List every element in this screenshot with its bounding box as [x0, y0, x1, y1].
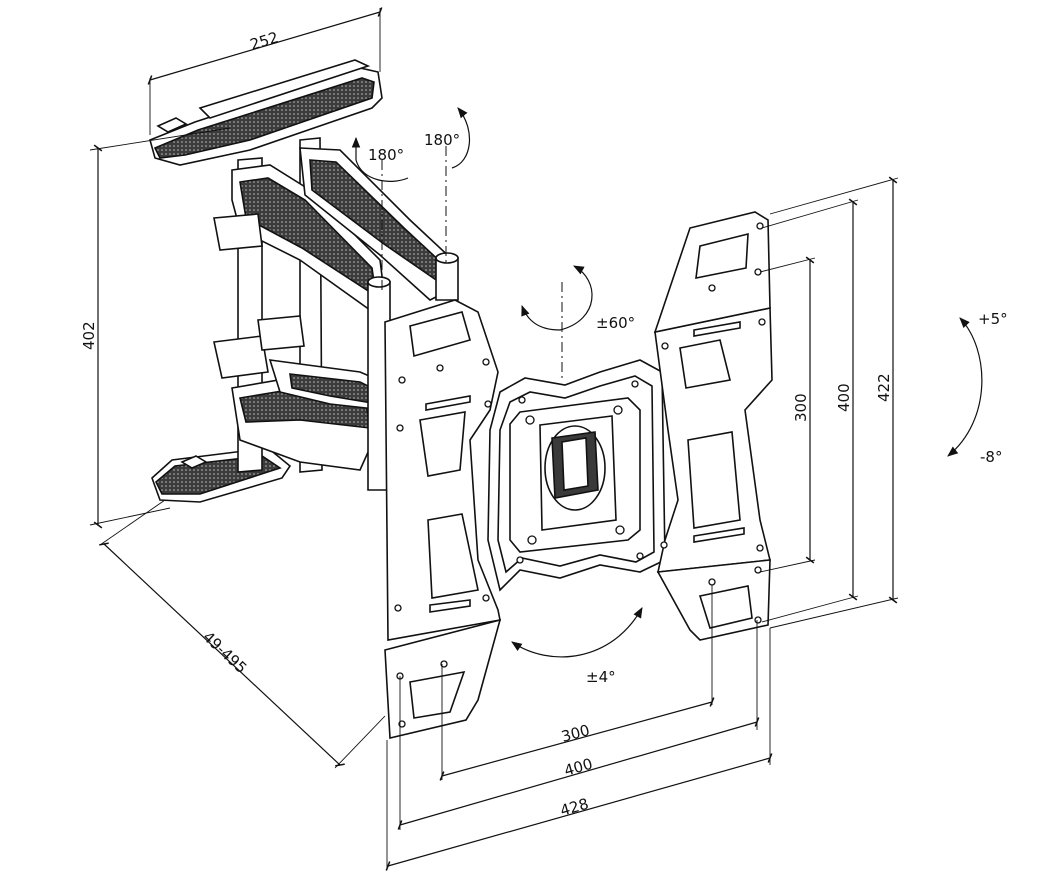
rotation-labels: 180° 180° ±60° +5° -8° ±4°: [368, 131, 1008, 686]
dim-overall-height: 422: [875, 373, 893, 402]
label-swivel-1: 180°: [368, 146, 404, 164]
center-adapter-plate: [487, 359, 666, 592]
rotation-arrows: [351, 107, 983, 658]
label-tilt-up: +5°: [978, 310, 1008, 328]
dim-extension: 49-495: [199, 628, 250, 677]
label-tilt-down: -8°: [980, 448, 1002, 466]
dimension-lines: [89, 7, 899, 871]
dim-vesa-h-300: 300: [559, 721, 591, 746]
dim-vesa-v-300: 300: [792, 393, 810, 422]
dim-wall-height: 402: [80, 321, 98, 350]
dim-vesa-h-400: 400: [562, 755, 594, 780]
label-swivel-2: 180°: [424, 131, 460, 149]
label-rotation-level: ±4°: [586, 668, 616, 686]
dim-overall-width: 428: [558, 795, 590, 820]
articulating-arms: [213, 137, 459, 491]
dim-plate-width: 252: [248, 28, 281, 54]
dim-vesa-v-400: 400: [835, 383, 853, 412]
right-vesa-bracket: [653, 211, 773, 641]
left-vesa-bracket: [384, 299, 502, 739]
label-head-swivel: ±60°: [596, 314, 635, 332]
